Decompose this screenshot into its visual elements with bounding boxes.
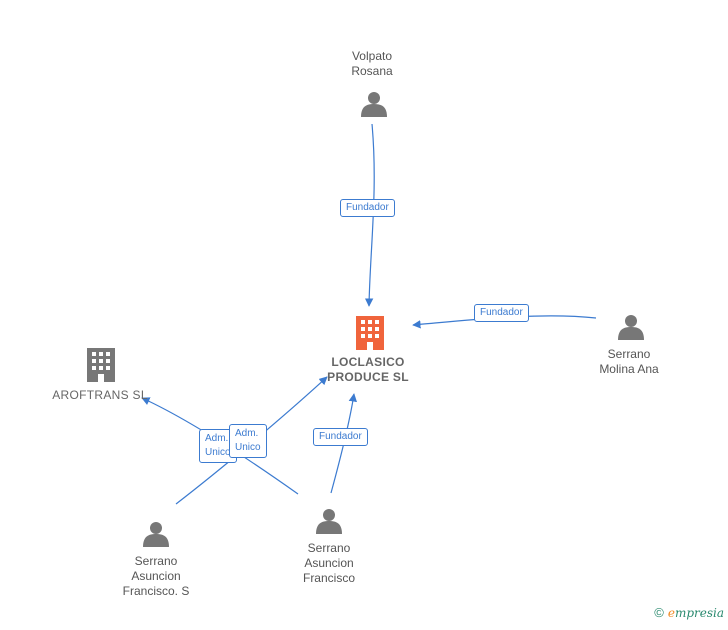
node-label-serrano-francisco[interactable]: Serrano Asuncion Francisco	[302, 541, 355, 585]
person-icon[interactable]	[361, 92, 387, 117]
building-icon[interactable]	[87, 348, 115, 382]
edge-label-adm-unico-loclasico: Adm. Unico	[229, 424, 267, 458]
building-icon[interactable]	[356, 316, 384, 350]
node-label-loclasico[interactable]: LOCLASICO PRODUCE SL	[327, 355, 409, 384]
empresia-logo: empresia	[667, 606, 724, 620]
empresia-watermark: ©empresia	[654, 605, 724, 620]
person-icon[interactable]	[143, 522, 169, 547]
node-label-serrano-francisco-s[interactable]: Serrano Asuncion Francisco. S	[122, 554, 190, 598]
copyright-symbol: ©	[654, 605, 664, 620]
node-label-serrano-molina[interactable]: Serrano Molina Ana	[599, 347, 659, 376]
node-label-volpato[interactable]: Volpato Rosana	[351, 49, 393, 78]
edge-label-fundador-francisco: Fundador	[313, 428, 368, 446]
edge-label-fundador-volpato: Fundador	[340, 199, 395, 217]
node-label-aroftrans[interactable]: AROFTRANS SL	[52, 388, 148, 402]
edge-label-fundador-molina: Fundador	[474, 304, 529, 322]
edge-volpato-to-loclasico	[364, 123, 375, 307]
person-icon[interactable]	[316, 509, 342, 534]
person-icon[interactable]	[618, 315, 644, 340]
